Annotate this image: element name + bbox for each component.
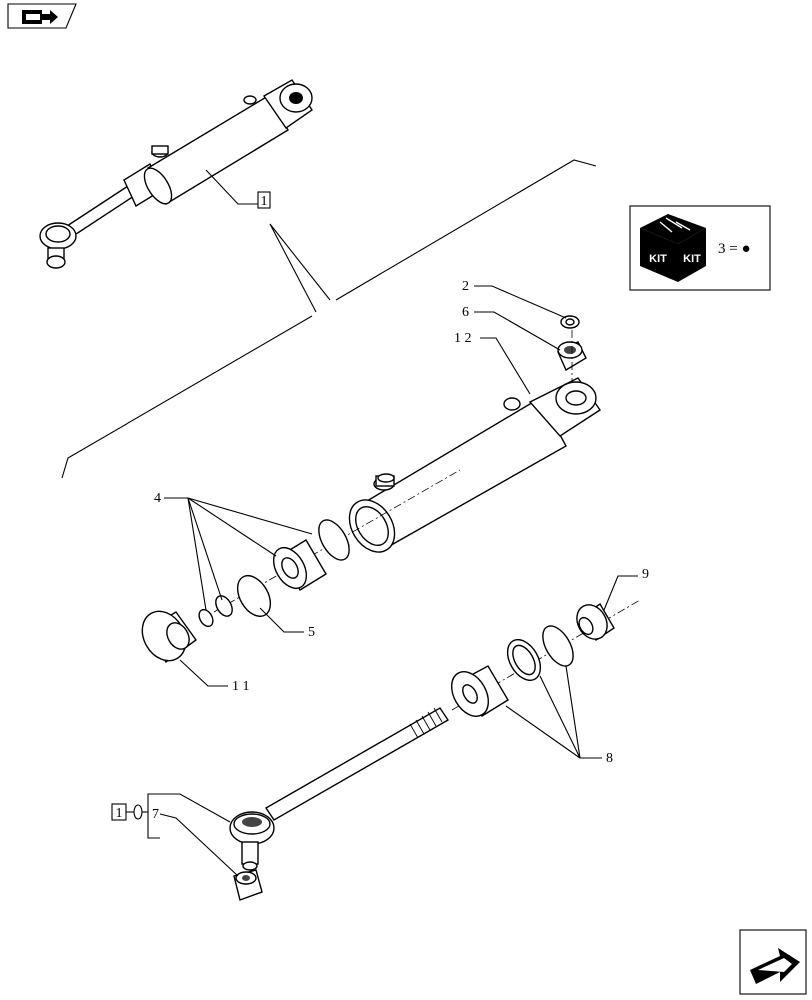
part-7-nut — [233, 869, 263, 901]
callout-6: 6 — [462, 305, 469, 320]
callout-1-bottom: 1 — [116, 806, 123, 821]
part-9-nut — [576, 602, 615, 641]
part-2-washer — [560, 315, 580, 329]
book-arrow-icon — [22, 10, 58, 24]
callout-4: 4 — [154, 491, 161, 506]
callout-1-top: 1 — [261, 194, 268, 209]
part-4-ring — [318, 519, 350, 561]
part-4-small-seals — [198, 595, 233, 628]
book-nav-button[interactable] — [7, 3, 77, 29]
part-11-nut — [141, 610, 197, 664]
part-8-piston — [450, 665, 509, 717]
rod-assembly — [229, 707, 449, 871]
kit-legend: KIT KIT 3 = ● — [629, 205, 771, 291]
part-5-o-ring — [236, 575, 272, 617]
callout-8: 8 — [606, 751, 613, 766]
next-page-arrow-icon — [750, 948, 800, 984]
part-8-ring — [506, 639, 542, 681]
assembled-cylinder — [39, 79, 313, 269]
callout-1-top-box — [257, 191, 271, 209]
kit-word-1: KIT — [649, 253, 667, 265]
callout-2: 2 — [462, 279, 469, 294]
part-12-barrel — [348, 377, 601, 553]
part-6-bushing — [557, 341, 587, 372]
kit-word-2: KIT — [683, 253, 701, 265]
kit-box-icon: KIT KIT — [640, 214, 706, 282]
next-page-button[interactable] — [739, 929, 807, 995]
callout-12: 1 2 — [454, 331, 472, 346]
callout-7: 7 — [152, 807, 159, 822]
callout-9: 9 — [642, 567, 649, 582]
part-8-o-ring — [542, 625, 574, 667]
kit-legend-text: 3 = ● — [718, 241, 751, 257]
part-4-piston — [272, 539, 327, 591]
callout-11: 1 1 — [232, 679, 250, 694]
callout-5: 5 — [308, 625, 315, 640]
